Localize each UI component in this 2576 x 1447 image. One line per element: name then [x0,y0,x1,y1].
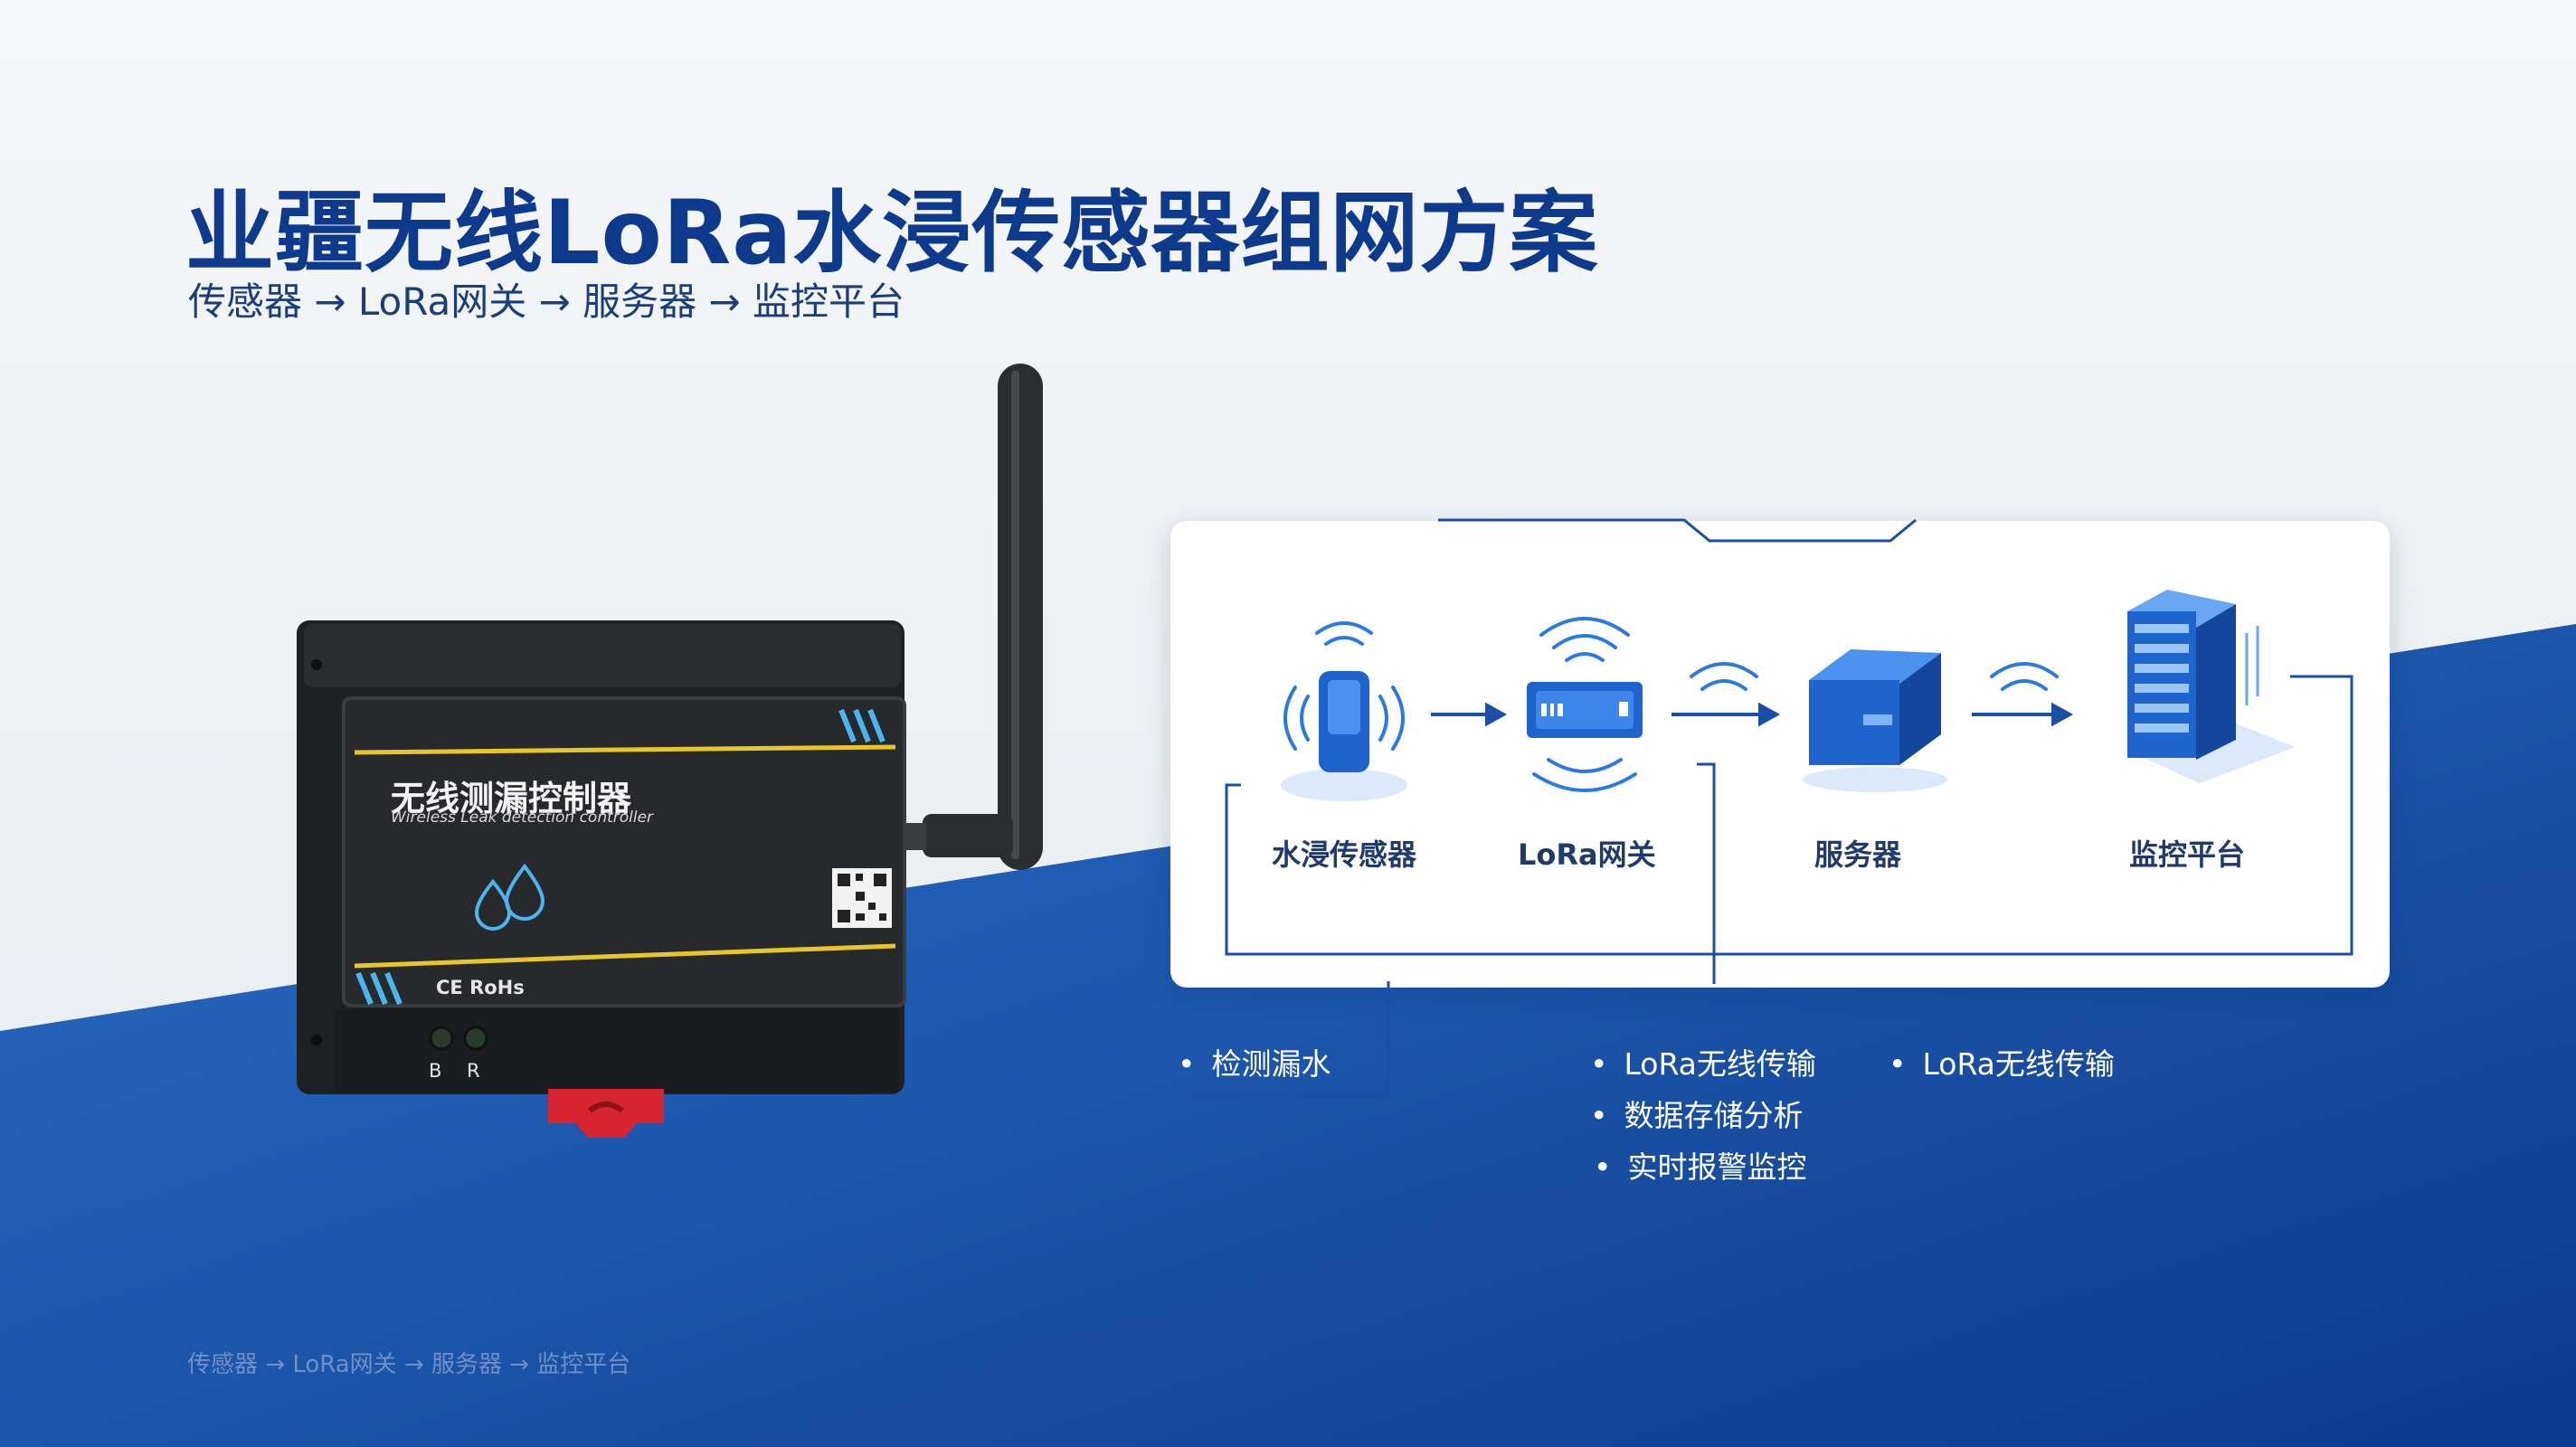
node-label-server: 服务器 [1814,837,1902,872]
device-illustration [297,364,1043,1138]
page-subtitle: 传感器 → LoRa网关 → 服务器 → 监控平台 [188,279,905,324]
feature-detect-leak: 检测漏水 [1178,1040,1331,1083]
footer-flow-text: 传感器 → LoRa网关 → 服务器 → 监控平台 [187,1351,631,1378]
feature-realtime-alarm: 实时报警监控 [1594,1143,1806,1187]
water-drop-icon [474,863,545,931]
feature-data-storage: 数据存储分析 [1590,1092,1803,1135]
led-b [429,1026,454,1051]
node-label-monitor-platform: 监控平台 [2129,837,2246,872]
device-label-en: Wireless Leak detection controller [391,809,654,827]
feature-lora-transmission: LoRa无线传输 [1590,1040,1815,1083]
water-sensor-icon [1281,621,1407,801]
page-title: 业疆无线LoRa水浸传感器组网方案 [185,182,1599,285]
lora-gateway-icon [1527,617,1643,792]
led-r-label: R [467,1060,480,1082]
led-r [463,1026,488,1051]
device-label: 无线测漏控制器 [391,779,632,818]
qr-code-icon [832,868,892,928]
certification-marks: CE RoHs [436,977,525,998]
feature-platform-lora: LoRa无线传输 [1889,1040,2114,1083]
server-icon [1803,649,1947,792]
node-label-lora-gateway: LoRa网关 [1518,837,1656,872]
monitor-platform-icon [2127,590,2296,783]
antenna [998,364,1043,870]
led-b-label: B [429,1060,442,1082]
din-clip [548,1089,664,1138]
node-label-water-sensor: 水浸传感器 [1272,837,1417,872]
